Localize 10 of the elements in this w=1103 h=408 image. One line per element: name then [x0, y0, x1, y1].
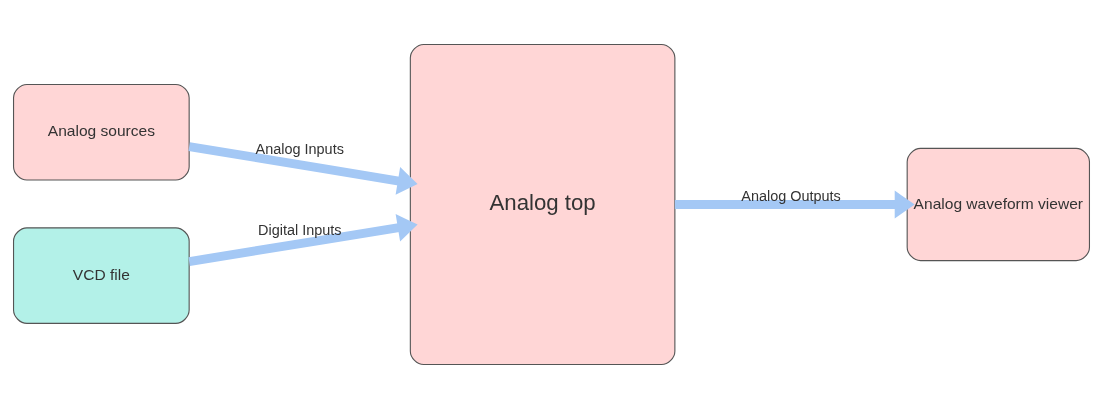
arrow	[674, 190, 915, 218]
arrow	[188, 141, 418, 195]
arrow	[188, 213, 418, 266]
node-box: Analog waveform viewer	[906, 147, 1090, 261]
node-box: Analog sources	[13, 83, 190, 181]
node-box: VCD file	[13, 226, 190, 324]
node-box: Analog top	[409, 43, 676, 365]
edge-label: Analog Outputs	[741, 187, 841, 203]
edge-label: Digital Inputs	[258, 221, 342, 238]
edge-label: Analog Inputs	[255, 140, 344, 157]
